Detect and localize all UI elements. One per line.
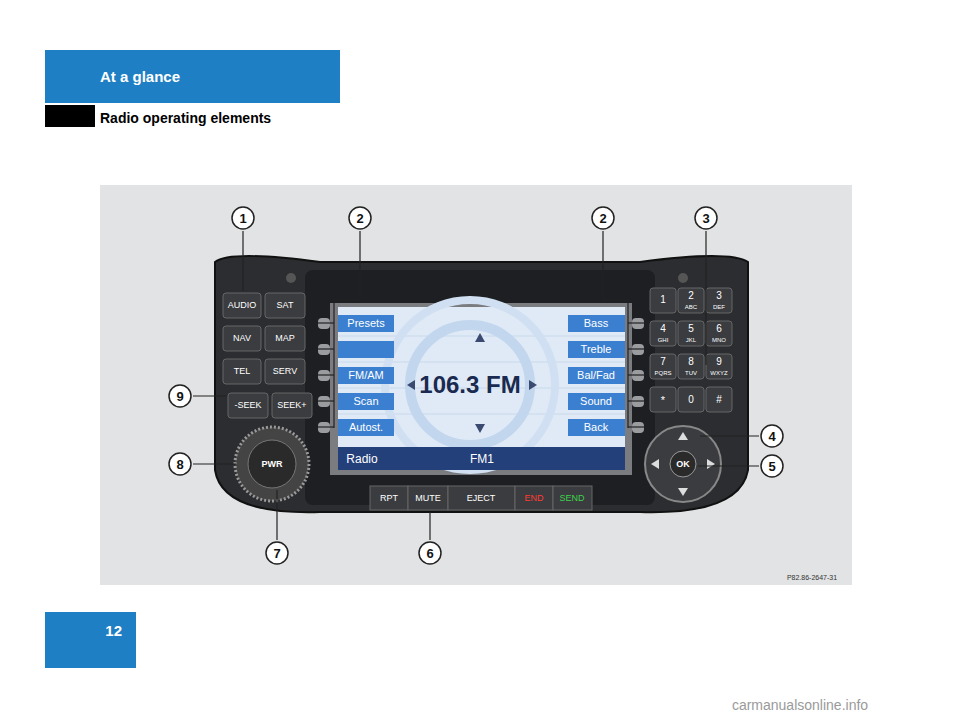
- softkey-label: Treble: [581, 344, 612, 355]
- callout-number: 9: [176, 390, 183, 403]
- node-text: At a glance: [100, 68, 340, 85]
- keypad-letters: ABC: [685, 304, 697, 310]
- page-number-box: 12: [45, 612, 136, 668]
- keypad-digit: 0: [688, 395, 694, 405]
- softkey-label: Sound: [580, 396, 612, 407]
- keypad-digit: #: [716, 395, 722, 405]
- softkey-label: Scan: [353, 396, 378, 407]
- callout-number: 1: [239, 212, 246, 225]
- callout-number: 8: [176, 458, 183, 471]
- keypad-digit: 7: [660, 357, 666, 367]
- keypad-digit: *: [661, 395, 665, 406]
- header-band: At a glance: [45, 50, 340, 103]
- button-label: AUDIO: [228, 301, 257, 310]
- softkey-label: Bass: [584, 318, 608, 329]
- keypad-letters: WXYZ: [710, 370, 727, 376]
- keypad-letters: MNO: [712, 337, 726, 343]
- button-label: -SEEK: [234, 401, 261, 410]
- button-label: EJECT: [467, 494, 496, 503]
- figure-code: P82.86-2647-31: [787, 574, 837, 581]
- callout-number: 6: [426, 547, 433, 560]
- page-subtitle: Radio operating elements: [100, 110, 271, 126]
- keypad-digit: 5: [688, 324, 694, 334]
- callout-number: 3: [702, 212, 709, 225]
- button-label: SERV: [273, 367, 297, 376]
- button-label: OK: [676, 460, 690, 469]
- keypad-letters: PQRS: [654, 370, 671, 376]
- keypad-digit: 9: [716, 357, 722, 367]
- keypad-digit: 8: [688, 357, 694, 367]
- button-label: PWR: [262, 460, 283, 469]
- keypad-letters: TUV: [685, 370, 697, 376]
- callout-number: 7: [273, 547, 280, 560]
- button-label: MAP: [275, 334, 295, 343]
- softkey-label: Presets: [347, 318, 384, 329]
- callout-number: 2: [599, 212, 606, 225]
- button-label: SEEK+: [277, 401, 306, 410]
- button-label: TEL: [234, 367, 251, 376]
- callout-number: 2: [356, 212, 363, 225]
- node-text: 12: [45, 622, 122, 639]
- frequency-display: 106.3 FM: [419, 373, 520, 397]
- keypad-digit: 4: [660, 324, 666, 334]
- callout-number: 4: [768, 430, 775, 443]
- button-label: SAT: [277, 301, 294, 310]
- callout-number: 5: [768, 460, 775, 473]
- keypad-digit: 2: [688, 291, 694, 301]
- keypad-letters: DEF: [713, 304, 725, 310]
- keypad-letters: GHI: [658, 337, 669, 343]
- status-text: FM1: [470, 453, 494, 465]
- button-label: NAV: [233, 334, 251, 343]
- softkey-label: Bal/Fad: [577, 370, 615, 381]
- keypad-digit: 6: [716, 324, 722, 334]
- keypad-letters: JKL: [686, 337, 696, 343]
- status-text: Radio: [346, 453, 377, 465]
- keypad-digit: 1: [660, 295, 666, 305]
- keypad-digit: 3: [716, 291, 722, 301]
- watermark: carmanualsonline.info: [732, 698, 868, 712]
- button-label: MUTE: [415, 494, 441, 503]
- softkey-label: Back: [584, 422, 608, 433]
- button-label: END: [524, 494, 543, 503]
- button-label: SEND: [559, 494, 584, 503]
- button-label: RPT: [380, 494, 398, 503]
- softkey-label: FM/AM: [348, 370, 383, 381]
- softkey-label: Autost.: [349, 422, 383, 433]
